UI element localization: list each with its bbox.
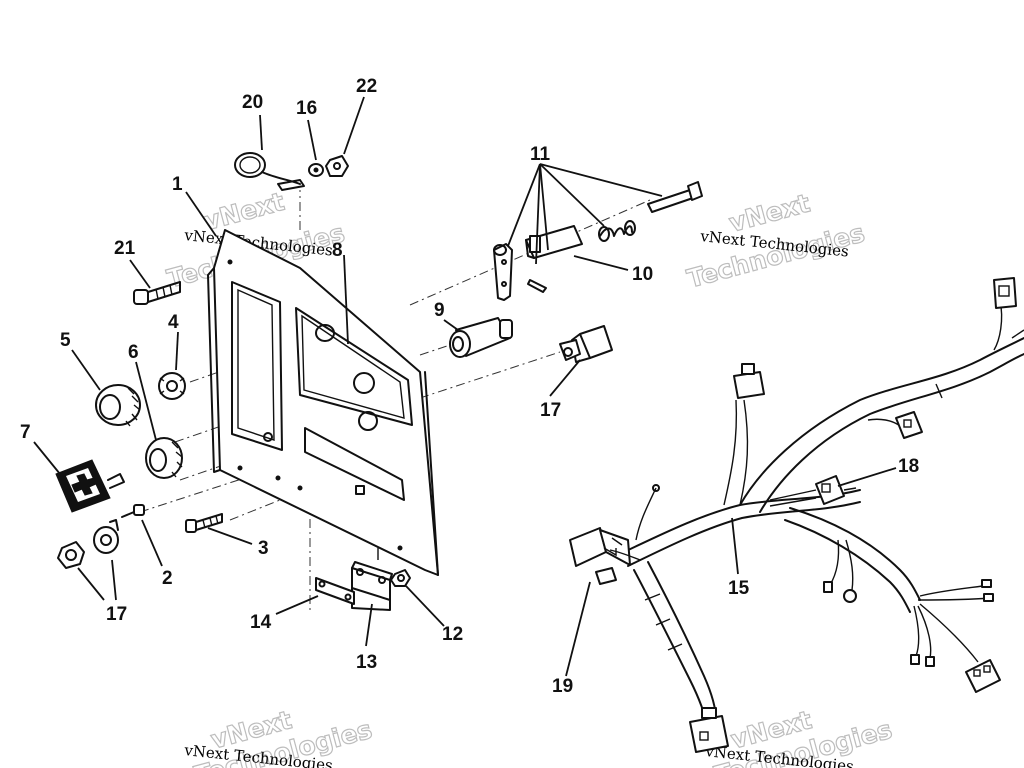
small-pin (527, 279, 547, 293)
callout-10: 10 (632, 264, 653, 285)
callout-1: 1 (172, 174, 183, 195)
lock-nut (390, 569, 411, 587)
latch-spring (598, 220, 636, 242)
callout-15: 15 (728, 578, 750, 599)
callout-19: 19 (552, 676, 573, 697)
knurled-nut (145, 437, 183, 479)
key-switch (55, 459, 125, 513)
callout-3: 3 (258, 538, 269, 559)
callout-7: 7 (20, 422, 31, 443)
latch-housing (525, 225, 583, 259)
callout-8: 8 (332, 240, 343, 261)
wiring-harness (569, 277, 1024, 753)
control-panel-plate (207, 229, 439, 576)
callout-13: 13 (356, 652, 377, 673)
knurled-ring-nut (95, 384, 141, 427)
leader-lines (33, 96, 897, 677)
callout-11: 11 (530, 144, 551, 165)
latch-lever (493, 243, 513, 301)
latch-pin (647, 181, 703, 213)
callout-17-nut: 17 (106, 604, 127, 625)
tab-washer (93, 519, 119, 554)
screw (185, 513, 223, 533)
callout-22: 22 (356, 76, 377, 97)
callout-9: 9 (434, 300, 445, 321)
callout-12: 12 (442, 624, 463, 645)
callout-18: 18 (898, 456, 919, 477)
spring-clip-ring (234, 152, 305, 191)
callout-labels: 1 2 3 4 5 6 7 8 9 10 11 12 13 14 15 16 1… (20, 76, 919, 697)
nut (325, 155, 349, 177)
callout-16: 16 (296, 98, 317, 119)
small-screw (121, 504, 145, 518)
mounting-bracket (351, 561, 393, 611)
callout-4: 4 (168, 312, 179, 333)
cylinder-switch (449, 317, 513, 358)
callout-20: 20 (242, 92, 263, 113)
clamp-plate (315, 577, 355, 605)
callout-6: 6 (128, 342, 139, 363)
callout-21: 21 (114, 238, 136, 259)
lock-washer (158, 372, 186, 400)
callout-14: 14 (250, 612, 272, 633)
hex-nut (57, 541, 85, 569)
bolt (133, 281, 181, 305)
toggle-switch (559, 325, 613, 363)
callout-5: 5 (60, 330, 71, 351)
callout-2: 2 (162, 568, 173, 589)
callout-17-toggle: 17 (540, 400, 561, 421)
washer (308, 163, 324, 177)
